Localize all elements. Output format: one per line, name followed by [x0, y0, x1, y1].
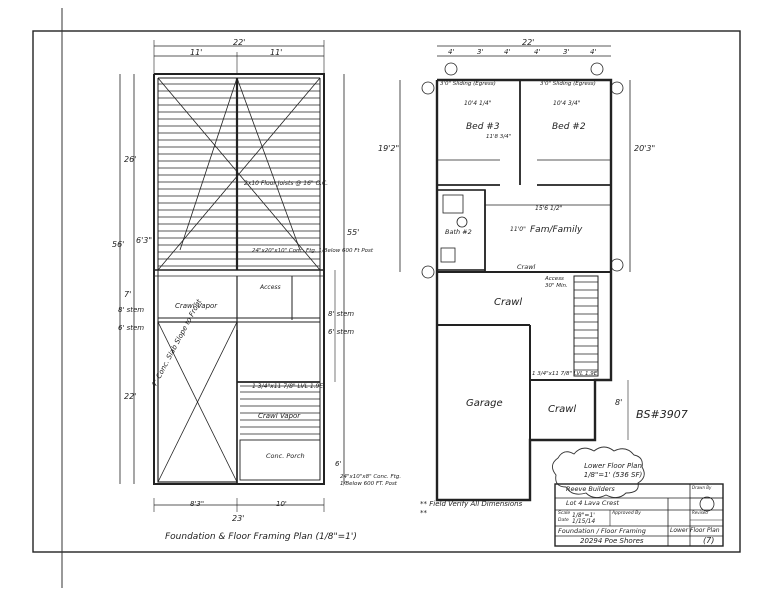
- tb-drawing-title: Foundation / Floor Framing: [558, 527, 646, 535]
- right-dim-seg-3: 4': [534, 48, 541, 56]
- left-dim-bottom-6: 6': [335, 460, 342, 468]
- note-conc-porch: Conc. Porch: [266, 452, 305, 460]
- bath-label: Bath #2: [445, 228, 472, 236]
- crawl-label-2: Crawl: [494, 297, 523, 308]
- note-crawl-vapor: Crawl Vapor: [175, 302, 218, 310]
- right-plan-title: Lower Floor Plan 1/8"=1' (536 SF): [583, 462, 643, 479]
- left-dim-11b: 11': [270, 48, 283, 57]
- bed2-label: Bed #2: [552, 122, 586, 132]
- tb-sheet-number: (7): [703, 536, 715, 545]
- right-dim-seg-5: 4': [590, 48, 597, 56]
- floor-outline: [435, 78, 613, 502]
- tb-builder: Reeve Builders: [566, 485, 615, 493]
- stair-treads: [574, 281, 598, 371]
- tb-approved-label: Approved By: [612, 511, 641, 516]
- left-plan-title: Foundation & Floor Framing Plan (1/8"=1'…: [165, 532, 357, 542]
- family-height: 11'0": [510, 226, 526, 233]
- note-beam: 24"x20"x10" Conc. Ftg. 1/Below 600 Ft Po…: [252, 248, 374, 254]
- left-dim-7: 7': [124, 290, 132, 299]
- left-dim-6stem: 6' stem: [118, 324, 145, 332]
- bed3-size: 10'4 1/4": [464, 100, 492, 107]
- framing-outline: [153, 73, 325, 485]
- bed2-size: 10'4 3/4": [553, 100, 581, 107]
- foundation-framing-plan: [119, 40, 345, 512]
- left-dim-55: 55': [347, 228, 360, 237]
- floor-plan-title-cloud: [552, 446, 645, 498]
- field-verify-note: ** Field Verify All Dimensions **: [420, 500, 523, 517]
- tb-scale-label: Scale: [558, 511, 571, 516]
- tb-date-value: 1/15/14: [572, 518, 596, 525]
- family-label: Fam/Family: [530, 225, 583, 235]
- tb-date-label: Date: [558, 518, 569, 523]
- floor-joists-lower: [240, 391, 320, 435]
- floor-joists-upper: [158, 83, 320, 267]
- note-crawl-vapor-2: Crawl Vapor: [258, 412, 301, 420]
- tb-drawn-label: Drawn By: [692, 485, 712, 490]
- lower-floor-plan: [399, 45, 631, 502]
- right-dim-seg-1: 3': [477, 48, 484, 56]
- crawl-label-3: Crawl: [548, 404, 577, 415]
- right-dim-8: 8': [615, 398, 623, 407]
- right-dim-total: 22': [522, 38, 535, 47]
- lvl-note: 1 3/4"x11 7/8" LVL 1.9E: [532, 371, 598, 377]
- tb-revised-label: Revised: [692, 510, 708, 515]
- left-dim-total: 22': [233, 38, 246, 47]
- tb-drawing-title-2: Lower Floor Plan: [670, 527, 720, 534]
- family-size: 15'6 1/2": [535, 205, 563, 212]
- left-dim-26: 26': [124, 155, 137, 164]
- bs-number: BS#3907: [636, 408, 688, 421]
- garage-label: Garage: [466, 398, 503, 409]
- note-girder: 2x10 Floor Joists @ 16" O.C.: [244, 180, 329, 187]
- left-dim-bottom-10: 10': [276, 500, 287, 508]
- note-footing: 24"x10"x8" Conc. Ftg. 1/Below 600 FT. Po…: [340, 474, 402, 487]
- tb-address: 20294 Poe Shores: [580, 537, 644, 545]
- right-dim-seg-4: 3': [563, 48, 570, 56]
- bed3-window: 3'0" Sliding (Egress): [440, 81, 496, 87]
- right-dim-seg-0: 4': [448, 48, 455, 56]
- stairs: [573, 275, 599, 377]
- right-dim-seg-2: 4': [504, 48, 511, 56]
- right-dim-203: 20'3": [634, 144, 656, 153]
- title-block: [554, 483, 724, 547]
- left-dim-11a: 11': [190, 48, 203, 57]
- bed3-label: Bed #3: [466, 122, 500, 132]
- left-dim-right-8stem: 8' stem: [328, 310, 355, 318]
- left-dim-bottom-total: 23': [232, 514, 245, 523]
- note-access: Access: [260, 284, 281, 291]
- tb-lot: Lot 4 Lava Crest: [566, 499, 620, 507]
- sheet-border: [32, 30, 741, 553]
- bed3-height: 11'8 3/4": [486, 134, 512, 140]
- crawl-label-1: Crawl: [517, 263, 536, 271]
- left-dim-8stem: 8' stem: [118, 306, 145, 314]
- left-dim-right-6stem: 6' stem: [328, 328, 355, 336]
- crawl-access: Access 30" Min.: [545, 276, 568, 289]
- left-dim-63: 6'3": [136, 236, 153, 245]
- right-dim-192: 19'2": [378, 144, 400, 153]
- left-dim-56: 56': [112, 240, 125, 249]
- note-stair-lvl: 1 3/4"x11 7/8" LVL 1.9E: [252, 383, 324, 390]
- bed2-window: 3'0" Sliding (Egress): [540, 81, 596, 87]
- left-dim-22: 22': [124, 392, 137, 401]
- left-dim-bottom-83: 8'3": [190, 500, 205, 508]
- tb-scale-value: 1/8"=1': [572, 512, 595, 519]
